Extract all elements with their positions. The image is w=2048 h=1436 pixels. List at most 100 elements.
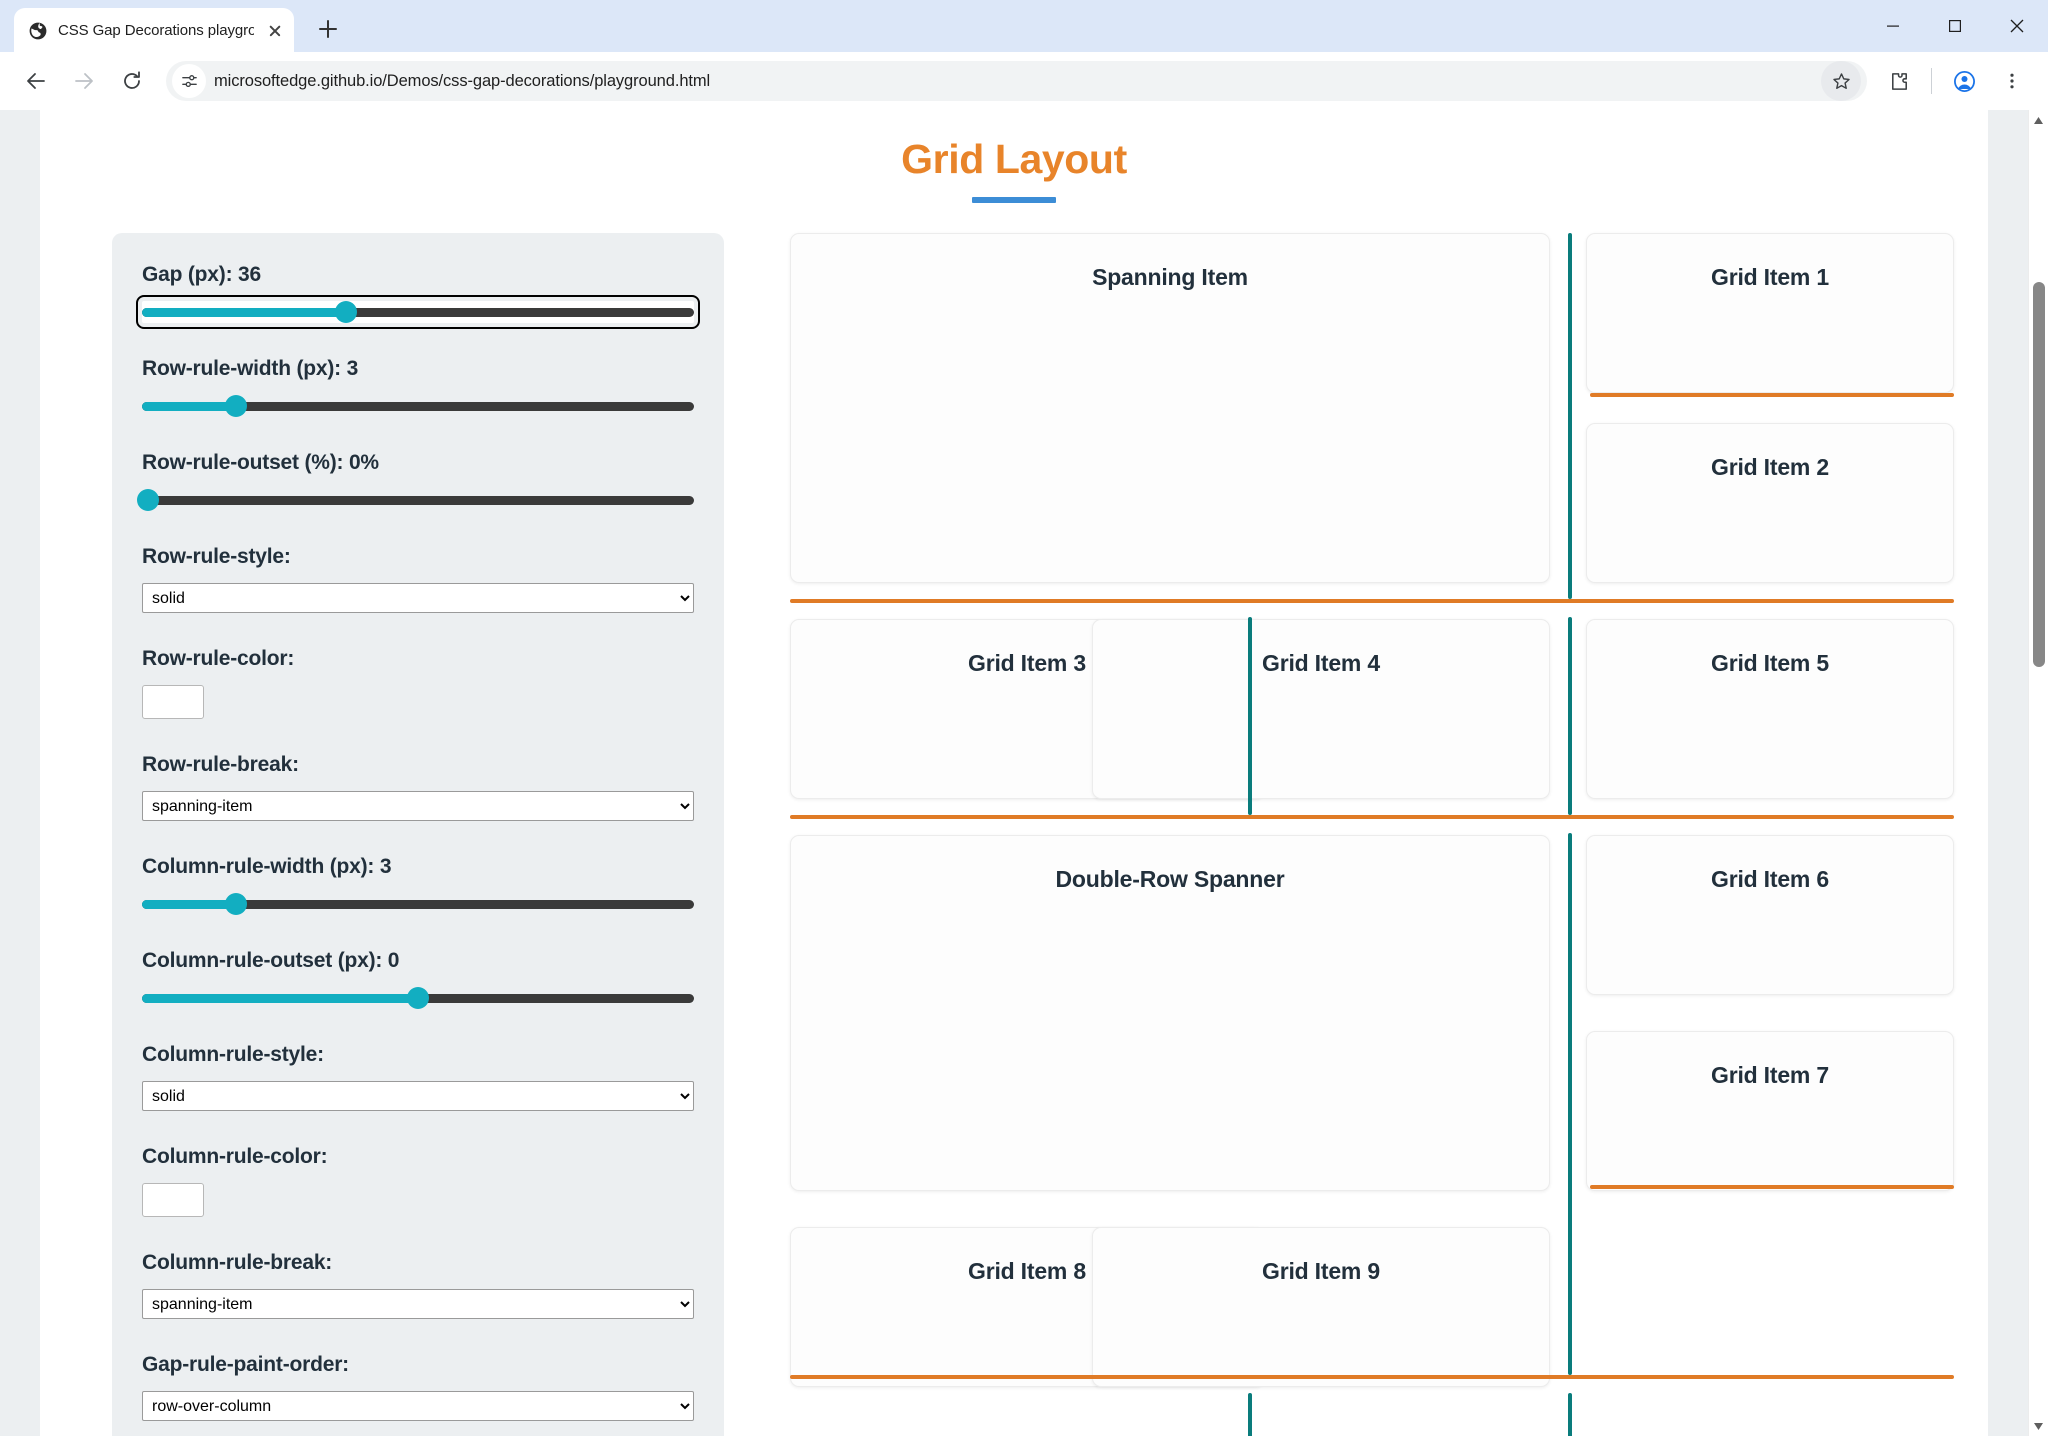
slider-gap[interactable] — [136, 295, 700, 329]
row-rule-line — [1590, 1185, 1954, 1189]
grid-item: Spanning Item — [790, 233, 1550, 583]
column-rule-line — [1568, 833, 1572, 1375]
column-rule-line — [1248, 617, 1252, 815]
close-button[interactable] — [1986, 0, 2048, 52]
row-rule-line — [790, 1375, 1954, 1379]
page-margin-left — [0, 110, 40, 1436]
slider-row-rule-outset[interactable] — [136, 489, 694, 511]
browser-tab[interactable]: CSS Gap Decorations playgroun — [14, 8, 294, 53]
tab-strip: CSS Gap Decorations playgroun — [0, 0, 2048, 53]
slider-thumb[interactable] — [407, 987, 429, 1009]
control-row-rule-color: Row-rule-color: — [142, 647, 694, 719]
control-label-row-rule-color: Row-rule-color: — [142, 647, 295, 670]
scrollbar-thumb[interactable] — [2033, 282, 2045, 667]
control-label-column-rule-break: Column-rule-break: — [142, 1251, 333, 1274]
forward-arrow-icon[interactable] — [62, 59, 106, 103]
toolbar-divider — [1931, 68, 1932, 94]
slider-thumb[interactable] — [335, 301, 358, 323]
control-label-gap-rule-paint-order: Gap-rule-paint-order: — [142, 1353, 349, 1376]
globe-icon — [28, 21, 48, 41]
page-margin-right — [1988, 110, 2028, 1436]
grid-item: Grid Item 4 — [1092, 619, 1550, 799]
profile-avatar-icon[interactable] — [1942, 59, 1986, 103]
color-swatch-row-rule-color[interactable] — [142, 685, 204, 719]
column-rule-line — [1568, 1393, 1572, 1436]
control-label-row-rule-outset: Row-rule-outset (%): 0% — [142, 451, 379, 474]
address-bar[interactable]: microsoftedge.github.io/Demos/css-gap-de… — [166, 61, 1867, 101]
control-gap-rule-paint-order: Gap-rule-paint-order: row-over-columncolu… — [142, 1353, 694, 1421]
scroll-down-arrow-icon[interactable] — [2029, 1416, 2048, 1436]
column-rule-line — [1568, 233, 1572, 599]
control-column-rule-width: Column-rule-width (px): 3 — [142, 855, 694, 915]
slider-column-rule-outset[interactable] — [142, 987, 694, 1009]
reload-icon[interactable] — [110, 59, 154, 103]
window-controls — [1862, 0, 2048, 52]
column-rule-line — [1248, 1393, 1252, 1436]
controls-panel: Gap (px): 36 Row-rule-width (px): 3 Row-ru… — [112, 233, 724, 1436]
slider-track — [142, 496, 694, 505]
browser-toolbar: microsoftedge.github.io/Demos/css-gap-de… — [0, 52, 2048, 110]
browser-menu-kebab-icon[interactable] — [1990, 59, 2034, 103]
slider-thumb[interactable] — [224, 395, 247, 417]
slider-fill — [142, 994, 418, 1003]
grid-item: Double-Row Spanner — [790, 835, 1550, 1191]
slider-row-rule-width[interactable] — [142, 395, 694, 417]
url-text: microsoftedge.github.io/Demos/css-gap-de… — [214, 71, 711, 90]
page-viewport: Grid Layout Gap (px): 36 Row-rule-width (… — [0, 110, 2048, 1436]
select-row-rule-style[interactable]: nonesoliddasheddotteddoublegrooveridgein… — [142, 583, 694, 613]
column-rule-line — [1568, 617, 1572, 815]
grid-item: Grid Item 9 — [1092, 1227, 1550, 1387]
slider-fill — [142, 308, 347, 317]
slider-column-rule-width[interactable] — [142, 893, 694, 915]
control-column-rule-outset: Column-rule-outset (px): 0 — [142, 949, 694, 1009]
new-tab-button[interactable] — [310, 11, 346, 47]
tab-title: CSS Gap Decorations playgroun — [58, 22, 254, 39]
page-scrollbar[interactable] — [2028, 110, 2048, 1436]
slider-fill — [142, 402, 236, 411]
slider-fill — [142, 900, 236, 909]
slider-track — [142, 308, 694, 317]
grid-item: Grid Item 6 — [1586, 835, 1954, 995]
control-column-rule-style: Column-rule-style: nonesoliddasheddottedd… — [142, 1043, 694, 1111]
page-content: Grid Layout Gap (px): 36 Row-rule-width (… — [40, 110, 1988, 1436]
slider-thumb[interactable] — [224, 893, 247, 915]
control-label-column-rule-style: Column-rule-style: — [142, 1043, 324, 1066]
row-rule-line — [1590, 393, 1954, 397]
scroll-up-arrow-icon[interactable] — [2029, 110, 2048, 130]
grid-item: Grid Item 2 — [1586, 423, 1954, 583]
site-info-icon[interactable] — [172, 64, 206, 98]
row-rule-line — [790, 599, 1954, 603]
control-row-rule-break: Row-rule-break: nonespanning-itemintersec… — [142, 753, 694, 821]
control-column-rule-break: Column-rule-break: nonespanning-iteminter… — [142, 1251, 694, 1319]
grid-item: Grid Item 5 — [1586, 619, 1954, 799]
maximize-button[interactable] — [1924, 0, 1986, 52]
control-column-rule-color: Column-rule-color: — [142, 1145, 694, 1217]
page-title: Grid Layout — [901, 136, 1127, 182]
slider-track — [142, 402, 694, 411]
control-row-rule-style: Row-rule-style: nonesoliddasheddotteddoub… — [142, 545, 694, 613]
select-column-rule-style[interactable]: nonesoliddasheddotteddoublegrooveridgein… — [142, 1081, 694, 1111]
slider-track — [142, 900, 694, 909]
control-label-column-rule-width: Column-rule-width (px): 3 — [142, 855, 392, 878]
select-column-rule-break[interactable]: nonespanning-itemintersection — [142, 1289, 694, 1319]
control-label-row-rule-break: Row-rule-break: — [142, 753, 299, 776]
control-label-row-rule-style: Row-rule-style: — [142, 545, 291, 568]
grid-item: Grid Item 7 — [1586, 1031, 1954, 1191]
bookmark-star-icon[interactable] — [1821, 61, 1861, 101]
control-label-row-rule-width: Row-rule-width (px): 3 — [142, 357, 359, 380]
control-label-gap: Gap (px): 36 — [142, 263, 261, 286]
select-gap-rule-paint-order[interactable]: row-over-columncolumn-over-row — [142, 1391, 694, 1421]
control-label-column-rule-color: Column-rule-color: — [142, 1145, 328, 1168]
control-label-column-rule-outset: Column-rule-outset (px): 0 — [142, 949, 400, 972]
color-swatch-column-rule-color[interactable] — [142, 1183, 204, 1217]
slider-thumb[interactable] — [136, 489, 159, 511]
back-arrow-icon[interactable] — [14, 59, 58, 103]
select-row-rule-break[interactable]: nonespanning-itemintersection — [142, 791, 694, 821]
row-rule-line — [790, 815, 1954, 819]
minimize-button[interactable] — [1862, 0, 1924, 52]
close-icon[interactable] — [264, 20, 286, 42]
extensions-puzzle-icon[interactable] — [1877, 59, 1921, 103]
